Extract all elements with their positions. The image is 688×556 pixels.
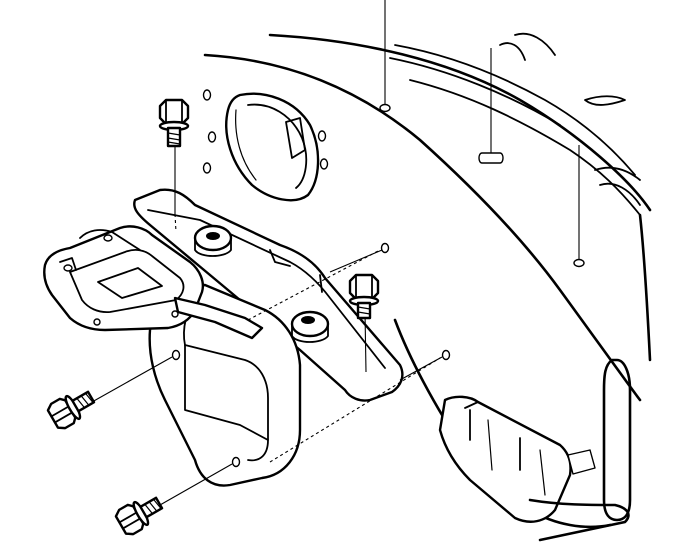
bolt-3-thread — [76, 392, 94, 409]
body-panel-right-fold — [594, 166, 641, 206]
panel-hole-6 — [379, 103, 391, 113]
body-panel-vertical-slot — [602, 358, 632, 522]
bracket-box-inner — [184, 344, 269, 462]
bolt-1-thread — [167, 132, 181, 145]
leader-panel-hole-9 — [399, 356, 443, 381]
leader-bolt-3 — [91, 356, 173, 403]
plate-hole-3 — [171, 310, 179, 318]
leader-bolt-4 — [159, 463, 233, 506]
body-panel-flap-clip — [567, 449, 596, 475]
bracket-boss-2 — [290, 310, 330, 338]
bracket-plate-window — [97, 267, 163, 299]
access-cover-shadow — [235, 109, 257, 181]
access-cover-rim — [225, 92, 320, 202]
panel-hole-8 — [380, 242, 390, 254]
body-panel-rib-1 — [487, 419, 493, 471]
box-bolt-hole-2 — [231, 456, 241, 468]
body-panel-lower-flap — [438, 395, 572, 523]
bolt-2-head — [348, 273, 380, 301]
plate-tab — [59, 257, 77, 271]
leader-bolt-2 — [364, 311, 367, 373]
bolt-2-thread — [357, 306, 371, 315]
bolt-3 — [46, 390, 96, 430]
bracket-plate-inner — [69, 249, 185, 313]
bolt-1-head-facets — [165, 99, 183, 125]
bracket-box-face — [184, 344, 269, 441]
access-cover-inner — [247, 103, 308, 189]
bolt-2 — [348, 273, 380, 320]
body-panel-top-edge — [203, 53, 642, 402]
bolt-3-head-facets — [50, 405, 74, 424]
bracket-boss-1-hole — [206, 232, 220, 240]
bracket-boss-1-side — [194, 237, 232, 257]
bracket-plate-upper-ridge — [79, 229, 141, 251]
leader-lines — [91, 140, 443, 506]
bracket-boss-2-hole — [301, 316, 315, 324]
bolt-3-shank — [71, 390, 96, 413]
body-panel-contour-2 — [389, 57, 561, 126]
panel-hole-2 — [207, 131, 217, 143]
bracket-rail-tab-2 — [319, 274, 323, 293]
bracket-rail-tab-1 — [269, 249, 291, 267]
panel-slot-hole — [478, 152, 504, 164]
leader-hidden-1 — [247, 249, 381, 321]
box-bolt-hole-1 — [171, 349, 181, 361]
support-bracket — [43, 188, 404, 487]
body-panel — [202, 32, 652, 542]
bolt-4-shank — [139, 496, 164, 519]
body-panel-flap-tab — [464, 401, 521, 471]
body-panel-outer-edge — [268, 33, 652, 212]
bolt-4 — [114, 496, 164, 536]
bolt-4-head-facets — [118, 511, 142, 530]
body-panel-right-edge — [638, 213, 652, 362]
bracket-strap — [173, 296, 264, 340]
panel-hole-7 — [573, 258, 585, 268]
body-panel-bottom-plate — [528, 498, 630, 542]
bolt-1 — [158, 98, 190, 148]
bolt-2-shank — [356, 301, 372, 320]
body-panel-upper-detail — [499, 32, 556, 61]
bracket-rail-inner — [147, 209, 386, 369]
plate-hole-4 — [103, 234, 113, 242]
leader-panel-hole-8 — [329, 249, 383, 273]
access-cover-tab — [285, 117, 306, 159]
body-panel-rib-2 — [539, 449, 546, 496]
panel-hole-3 — [202, 162, 212, 174]
body-panel-contour-1 — [394, 44, 636, 176]
body-panel-contour-3 — [409, 79, 641, 216]
bolt-1-head — [158, 98, 190, 126]
plate-hole-2 — [93, 318, 101, 326]
panel-hole-4 — [317, 130, 327, 142]
access-cover — [225, 92, 320, 202]
bolt-2-head-facets — [355, 274, 373, 300]
plate-hole-1 — [63, 264, 73, 272]
bolt-1-shank — [166, 126, 182, 148]
panel-hole-5 — [319, 158, 329, 170]
panel-hole-1 — [202, 89, 212, 101]
bolt-4-thread — [144, 498, 162, 515]
leader-lines-top — [384, 0, 580, 259]
body-panel-lip — [584, 95, 626, 106]
panel-hole-9 — [441, 349, 451, 361]
